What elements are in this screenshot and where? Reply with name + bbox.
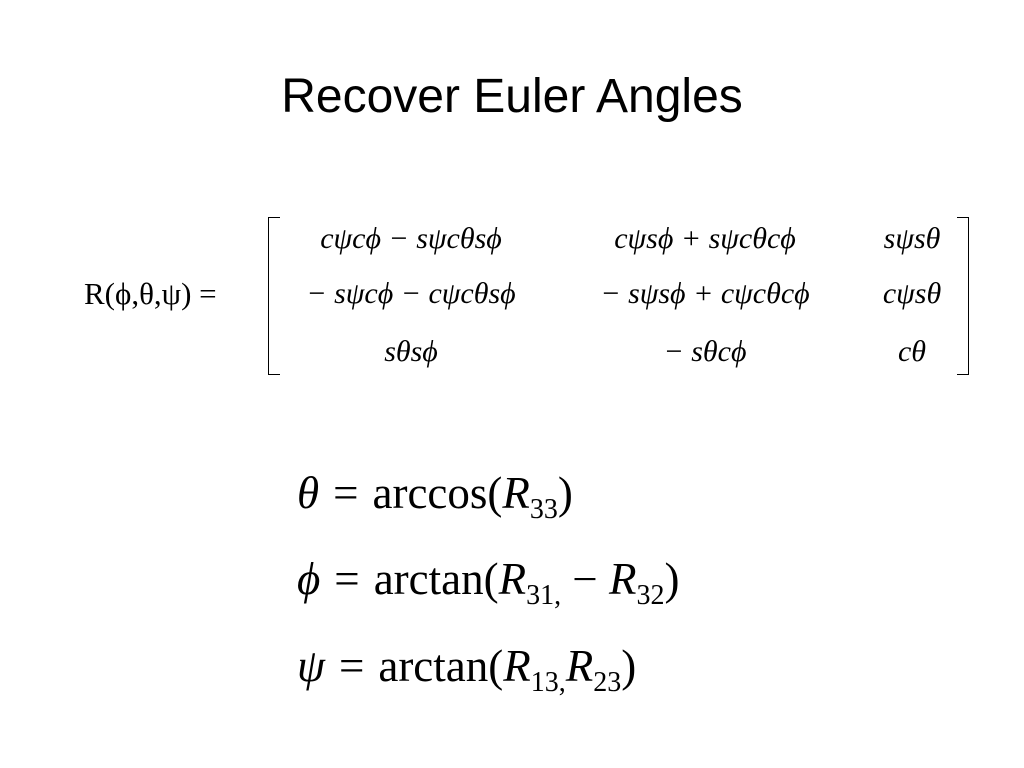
matrix-cell-r2c1: − sψcϕ − cψcθsϕ (306, 277, 516, 310)
formula-matrix-symbol: R (502, 468, 530, 518)
formula-psi: ψ=arctan(R13,R23) (297, 638, 637, 697)
matrix-cell-r3c1: sθsϕ (384, 335, 438, 368)
formula-close: ) (664, 554, 680, 604)
matrix-cell-r3c2: − sθcϕ (663, 335, 747, 368)
formula-matrix-symbol: R (498, 554, 527, 604)
matrix-right-bracket (957, 217, 969, 375)
formula-minus: − (561, 554, 609, 604)
matrix-cell-r1c3: sψsθ (883, 222, 941, 255)
formula-subscript: 32 (636, 580, 665, 611)
formula-matrix-symbol: R (565, 641, 594, 691)
formula-equals: = (333, 468, 359, 518)
formula-subscript: 33 (529, 494, 558, 525)
formula-function: arccos( (372, 468, 503, 518)
formula-function: arctan( (373, 554, 499, 604)
formula-subscript: 23 (593, 667, 622, 698)
formula-subscript: 13, (530, 667, 566, 698)
formula-close: ) (621, 641, 637, 691)
matrix-cell-r3c3: cθ (897, 335, 927, 368)
formula-matrix-symbol: R (608, 554, 637, 604)
slide-title: Recover Euler Angles (281, 70, 743, 123)
formula-variable: ϕ (297, 554, 321, 604)
formula-function: arctan( (378, 641, 504, 691)
matrix-lhs: R(ϕ,θ,ψ) = (84, 276, 217, 311)
matrix-cell-r1c2: cψsϕ + sψcθcϕ (614, 222, 796, 255)
formula-variable: θ (297, 468, 320, 518)
formula-close: ) (557, 468, 573, 518)
formula-phi: ϕ=arctan(R31, − R32) (297, 551, 680, 610)
formula-matrix-symbol: R (503, 641, 531, 691)
formula-variable: ψ (297, 641, 325, 691)
formula-equals: = (334, 554, 360, 604)
matrix-cell-r1c1: cψcϕ − sψcθsϕ (320, 222, 502, 255)
formula-subscript: 31, (526, 580, 562, 611)
matrix-cell-r2c2: − sψsϕ + cψcθcϕ (600, 277, 810, 310)
formula-theta: θ = arccos(R33) (297, 465, 573, 524)
formula-equals: = (338, 641, 365, 691)
matrix-cell-r2c3: cψsθ (882, 277, 942, 310)
matrix-left-bracket (268, 217, 280, 375)
